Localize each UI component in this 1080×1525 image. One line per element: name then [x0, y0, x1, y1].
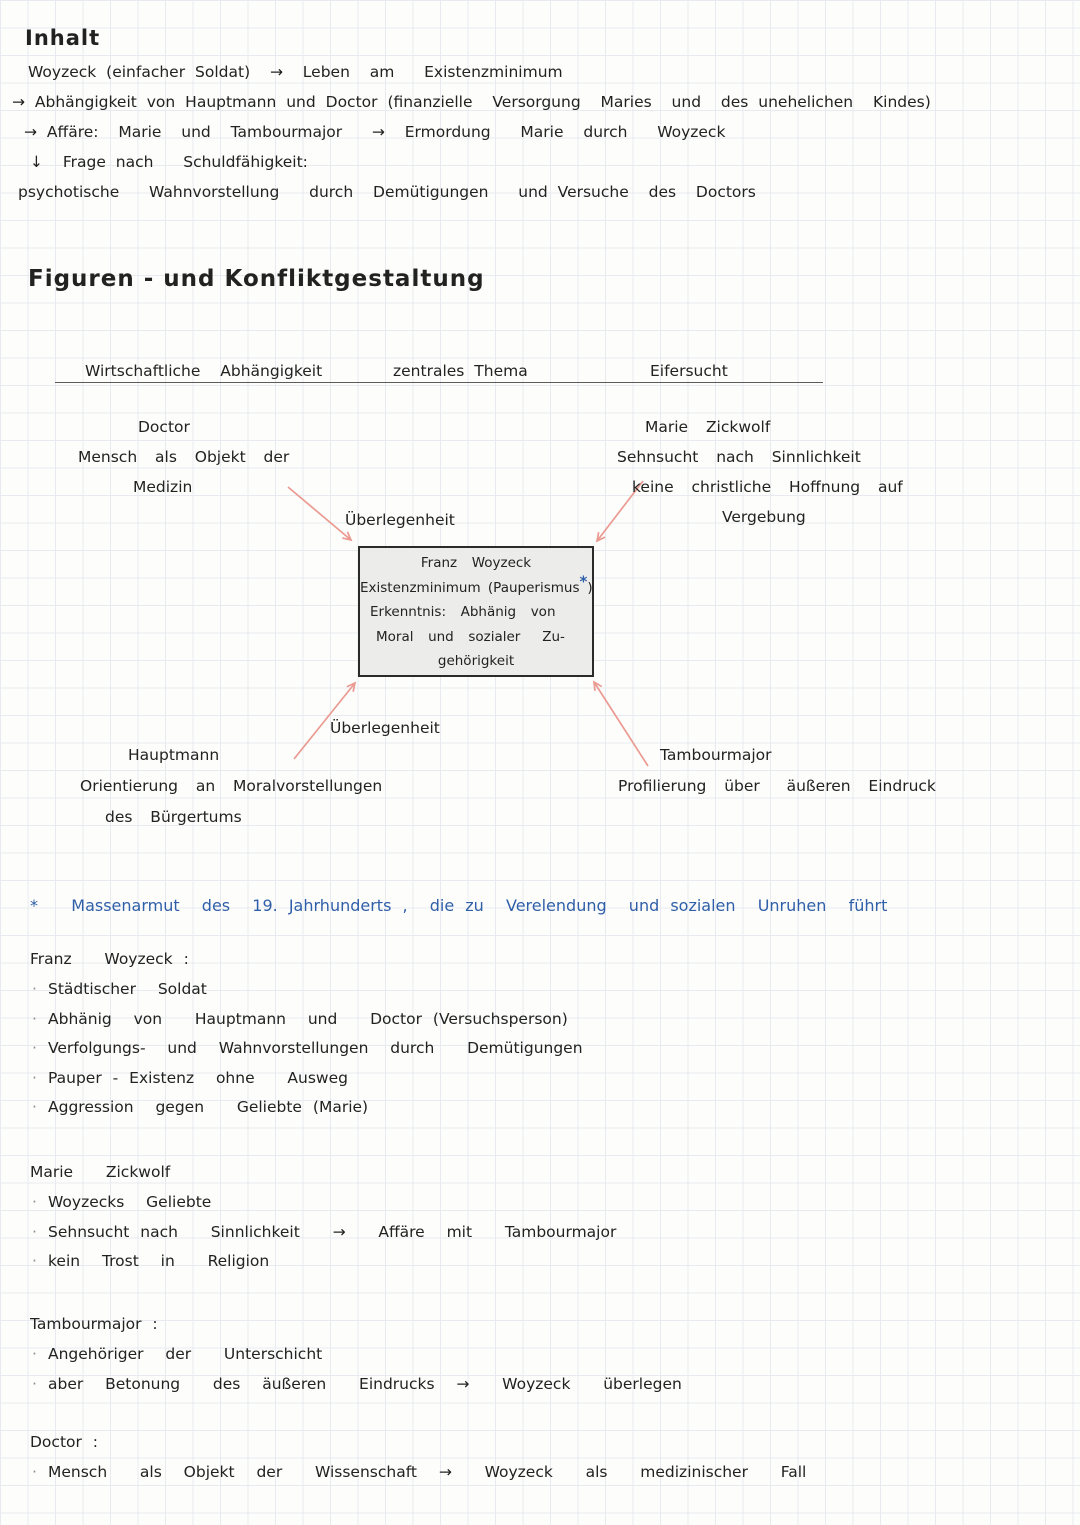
- section-tambourmajor: Tambourmajor : Angehöriger der Unterschi…: [30, 1309, 682, 1399]
- node-doctor-line: Mensch als Objekt der: [78, 448, 290, 466]
- column-header-eifersucht: Eifersucht: [650, 362, 728, 380]
- list-item: Städtischer Soldat: [30, 975, 583, 1005]
- column-header-wirtschaftliche-abhaengigkeit: Wirtschaftliche Abhängigkeit: [85, 362, 323, 380]
- list-item: kein Trost in Religion: [30, 1247, 616, 1277]
- node-tambourmajor-line: Profilierung über äußeren Eindruck: [618, 777, 936, 795]
- section-doctor: Doctor : Mensch als Objekt der Wissensch…: [30, 1427, 806, 1488]
- node-doctor: Doctor Mensch als Objekt der Medizin: [78, 412, 289, 502]
- section-list: Mensch als Objekt der Wissenschaft → Woy…: [30, 1458, 806, 1488]
- list-item: Mensch als Objekt der Wissenschaft → Woy…: [30, 1458, 806, 1488]
- label-ueberlegenheit-bottom: Überlegenheit: [330, 719, 440, 737]
- section-title: Marie Zickwolf: [30, 1163, 171, 1181]
- list-item: Woyzecks Geliebte: [30, 1188, 616, 1218]
- section-title: Doctor :: [30, 1433, 99, 1451]
- list-item: Sehnsucht nach Sinnlichkeit → Affäre mit…: [30, 1218, 616, 1248]
- node-marie-line: Vergebung: [722, 508, 806, 526]
- list-item: Angehöriger der Unterschicht: [30, 1340, 682, 1370]
- node-hauptmann: Hauptmann Orientierung an Moralvorstellu…: [80, 740, 382, 833]
- center-box-line: Existenzminimum (Pauperismus*): [360, 572, 593, 596]
- label-ueberlegenheit-top: Überlegenheit: [345, 511, 455, 529]
- node-doctor-title: Doctor: [138, 418, 190, 436]
- center-box-line: Moral und sozialer Zu-: [376, 628, 565, 645]
- list-item: Abhänig von Hauptmann und Doctor (Versuc…: [30, 1005, 583, 1035]
- center-box-line: Erkenntnis: Abhänig von: [370, 604, 556, 620]
- arrow-doctor-to-box: [287, 486, 353, 542]
- list-item: Pauper - Existenz ohne Ausweg: [30, 1064, 583, 1094]
- column-header-zentrales-thema: zentrales Thema: [393, 362, 528, 380]
- asterisk-marker: *: [579, 572, 588, 590]
- center-box-franz-woyzeck: Franz Woyzeck Existenzminimum (Pauperism…: [358, 546, 594, 677]
- section-franz-woyzeck: Franz Woyzeck : Städtischer Soldat Abhän…: [30, 944, 583, 1123]
- note-line: ↓ Frage nach Schuldfähigkeit:: [30, 153, 308, 171]
- inhalt-heading: Inhalt: [25, 26, 101, 50]
- node-marie-title: Marie Zickwolf: [645, 418, 771, 436]
- section-list: Angehöriger der Unterschicht aber Betonu…: [30, 1340, 682, 1399]
- list-item: Verfolgungs- und Wahnvorstellungen durch…: [30, 1034, 583, 1064]
- list-item: Aggression gegen Geliebte (Marie): [30, 1093, 583, 1123]
- section-list: Städtischer Soldat Abhänig von Hauptmann…: [30, 975, 583, 1123]
- node-tambourmajor-title: Tambourmajor: [660, 746, 772, 764]
- section-title: Franz Woyzeck :: [30, 950, 189, 968]
- section-list: Woyzecks Geliebte Sehnsucht nach Sinnlic…: [30, 1188, 616, 1277]
- note-line: psychotische Wahnvorstellung durch Demüt…: [18, 183, 756, 201]
- center-box-title: Franz Woyzeck: [420, 555, 532, 571]
- node-marie-line: Sehnsucht nach Sinnlichkeit: [617, 448, 861, 466]
- node-marie-line: keine christliche Hoffnung auf: [632, 478, 903, 496]
- node-tambourmajor: Tambourmajor Profilierung über äußeren E…: [618, 740, 936, 802]
- inhalt-section: Inhalt Woyzeck (einfacher Soldat) → Lebe…: [12, 26, 931, 207]
- figuren-heading: Figuren - und Konfliktgestaltung: [28, 266, 485, 292]
- node-hauptmann-line: Orientierung an Moralvorstellungen: [80, 777, 383, 795]
- node-hauptmann-line: des Bürgertums: [105, 808, 242, 826]
- diagram-column-headers: Wirtschaftliche Abhängigkeit zentrales T…: [55, 355, 823, 383]
- section-title: Tambourmajor :: [30, 1315, 158, 1333]
- note-line: Woyzeck (einfacher Soldat) → Leben am Ex…: [28, 63, 563, 81]
- note-line: → Affäre: Marie und Tambourmajor → Ermor…: [24, 123, 726, 141]
- node-marie: Marie Zickwolf Sehnsucht nach Sinnlichke…: [592, 412, 903, 532]
- center-box-line: gehörigkeit: [437, 653, 515, 669]
- node-hauptmann-title: Hauptmann: [128, 746, 220, 764]
- section-marie-zickwolf: Marie Zickwolf Woyzecks Geliebte Sehnsuc…: [30, 1157, 616, 1277]
- node-doctor-line: Medizin: [133, 478, 193, 496]
- list-item: aber Betonung des äußeren Eindrucks → Wo…: [30, 1370, 682, 1400]
- footnote-pauperismus: * Massenarmut des 19. Jahrhunderts , die…: [30, 896, 888, 915]
- note-line: → Abhängigkeit von Hauptmann und Doctor …: [12, 93, 931, 111]
